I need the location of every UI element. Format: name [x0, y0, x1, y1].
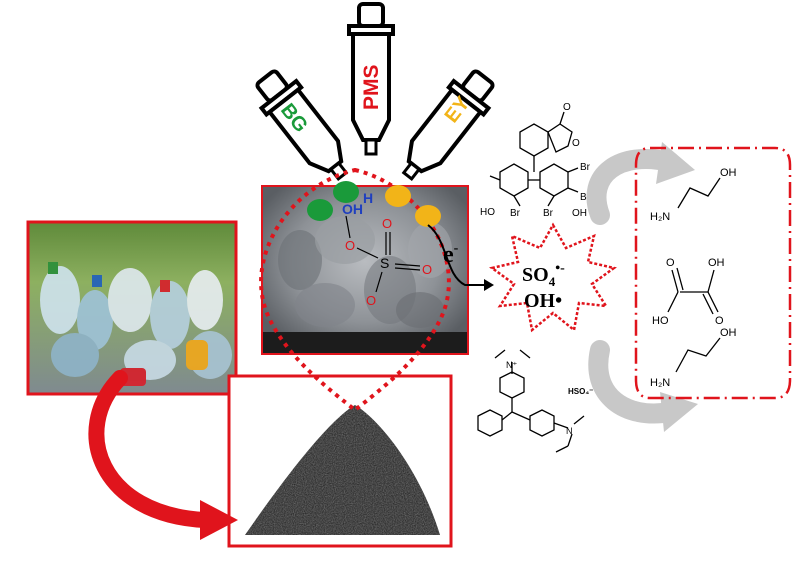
- eosin-y-labels: O O Br Br HO Br Br OH: [480, 102, 591, 219]
- eosin-o-ring: O: [572, 138, 580, 149]
- hydroxyl-radical: OH•: [524, 290, 562, 312]
- ethanolamine-top: [678, 178, 720, 208]
- oxygen-1: O: [345, 238, 355, 253]
- oxygen-4: O: [366, 293, 376, 308]
- dropper-bg: BG: [248, 64, 360, 190]
- dye-n-plus: N⁺: [506, 360, 517, 370]
- ethanolamine-bottom: [676, 338, 720, 372]
- product-o-1: O: [666, 257, 675, 269]
- product-ho-ox1: HO: [652, 315, 669, 327]
- dropper-ey: EY: [390, 64, 502, 190]
- carbon-powder-photo: [229, 376, 451, 546]
- bg-molecule-1: [307, 199, 333, 221]
- dropper-pms-label: PMS: [360, 64, 383, 110]
- ey-molecule-2: [415, 205, 441, 227]
- dropper-pms: PMS: [349, 4, 393, 154]
- eosin-br-1: Br: [580, 162, 591, 173]
- ey-molecule-1: [385, 185, 411, 207]
- triarylmethane-labels: N⁺ N: [506, 360, 573, 436]
- h-label: H: [363, 190, 373, 206]
- oh-label: OH: [342, 201, 363, 217]
- product-h2n-bottom: H₂N: [650, 377, 670, 389]
- bg-molecule-2: [333, 181, 359, 203]
- radical-starburst: SO4•- OH•: [492, 225, 614, 330]
- dye-n: N: [566, 426, 573, 436]
- eosin-ho: HO: [480, 207, 495, 218]
- product-oh-bottom: OH: [720, 327, 737, 339]
- product-oh-top: OH: [720, 167, 737, 179]
- hso4-label: HSO₄⁻: [568, 387, 593, 396]
- product-o-2: O: [715, 315, 724, 327]
- product-h2n-top: H₂N: [650, 211, 670, 223]
- oxygen-3: O: [422, 262, 432, 277]
- oxalic-acid: [668, 268, 718, 314]
- oxygen-2: O: [382, 216, 392, 231]
- eosin-br-3: Br: [510, 208, 521, 219]
- eosin-br-4: Br: [543, 208, 554, 219]
- triarylmethane-structure: [478, 350, 584, 452]
- sulfur-label: S: [380, 255, 389, 271]
- grey-arrow-bottom: [598, 350, 698, 432]
- plastic-bottles-photo: [28, 222, 236, 394]
- eosin-oh: OH: [572, 208, 587, 219]
- eosin-o-top: O: [563, 102, 571, 113]
- product-oh-ox2: OH: [708, 257, 725, 269]
- bottles-to-powder-arrow: [96, 378, 238, 540]
- eosin-y-structure: [490, 112, 578, 206]
